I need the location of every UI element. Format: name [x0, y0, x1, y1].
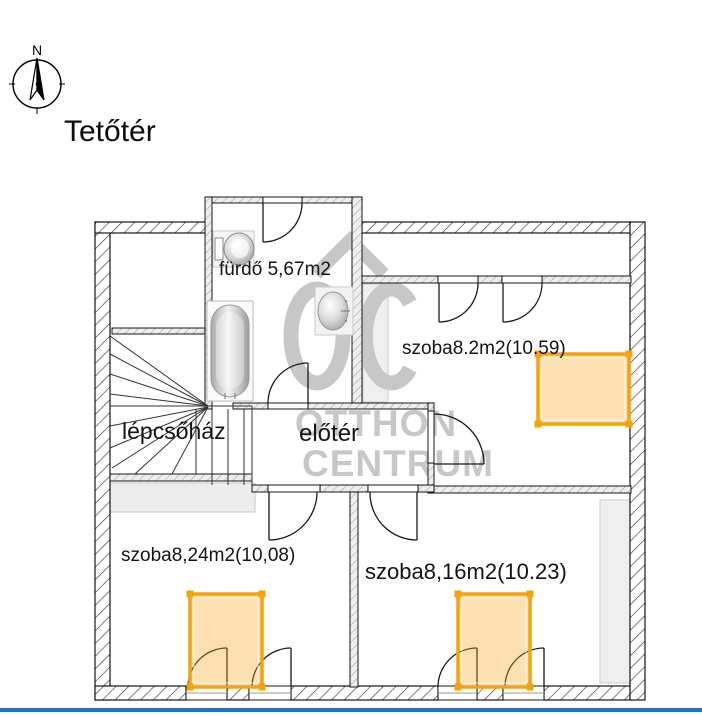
door-swings [187, 202, 545, 688]
room-label-staircase: lépcsőház [122, 418, 226, 444]
sink-icon [314, 286, 354, 336]
compass-north-label: N [32, 42, 42, 58]
footer-accent-line [0, 708, 702, 712]
roof-icon [311, 230, 389, 279]
roof-window-highlights [186, 350, 633, 691]
closet-zone-sw [109, 482, 256, 513]
exterior-walls [94, 221, 646, 701]
roof-window-highlight-sw [186, 590, 266, 691]
room-label-hall: előtér [299, 420, 360, 447]
room-label-room-se: szoba8,16m2(10.23) [365, 559, 567, 584]
compass-needle-east [36, 57, 45, 101]
roof-window-highlight-se [454, 590, 534, 691]
staircase-treads [109, 335, 253, 485]
wall-openings [185, 196, 545, 701]
room-label-room-sw: szoba8,24m2(10,08) [121, 545, 296, 566]
oc-monogram-c [358, 281, 417, 391]
bathtub-icon [206, 300, 254, 402]
page-title: Tetőtér [64, 115, 156, 148]
compass-north-icon: N [9, 42, 65, 114]
room-label-bathroom: fürdő 5,67m2 [219, 259, 331, 280]
low-headroom-zone-se [599, 499, 633, 684]
toilet-icon [212, 230, 255, 268]
roof-window-highlight-ne [534, 350, 633, 428]
room-label-room-ne: szoba8.2m2(10.59) [402, 338, 566, 359]
